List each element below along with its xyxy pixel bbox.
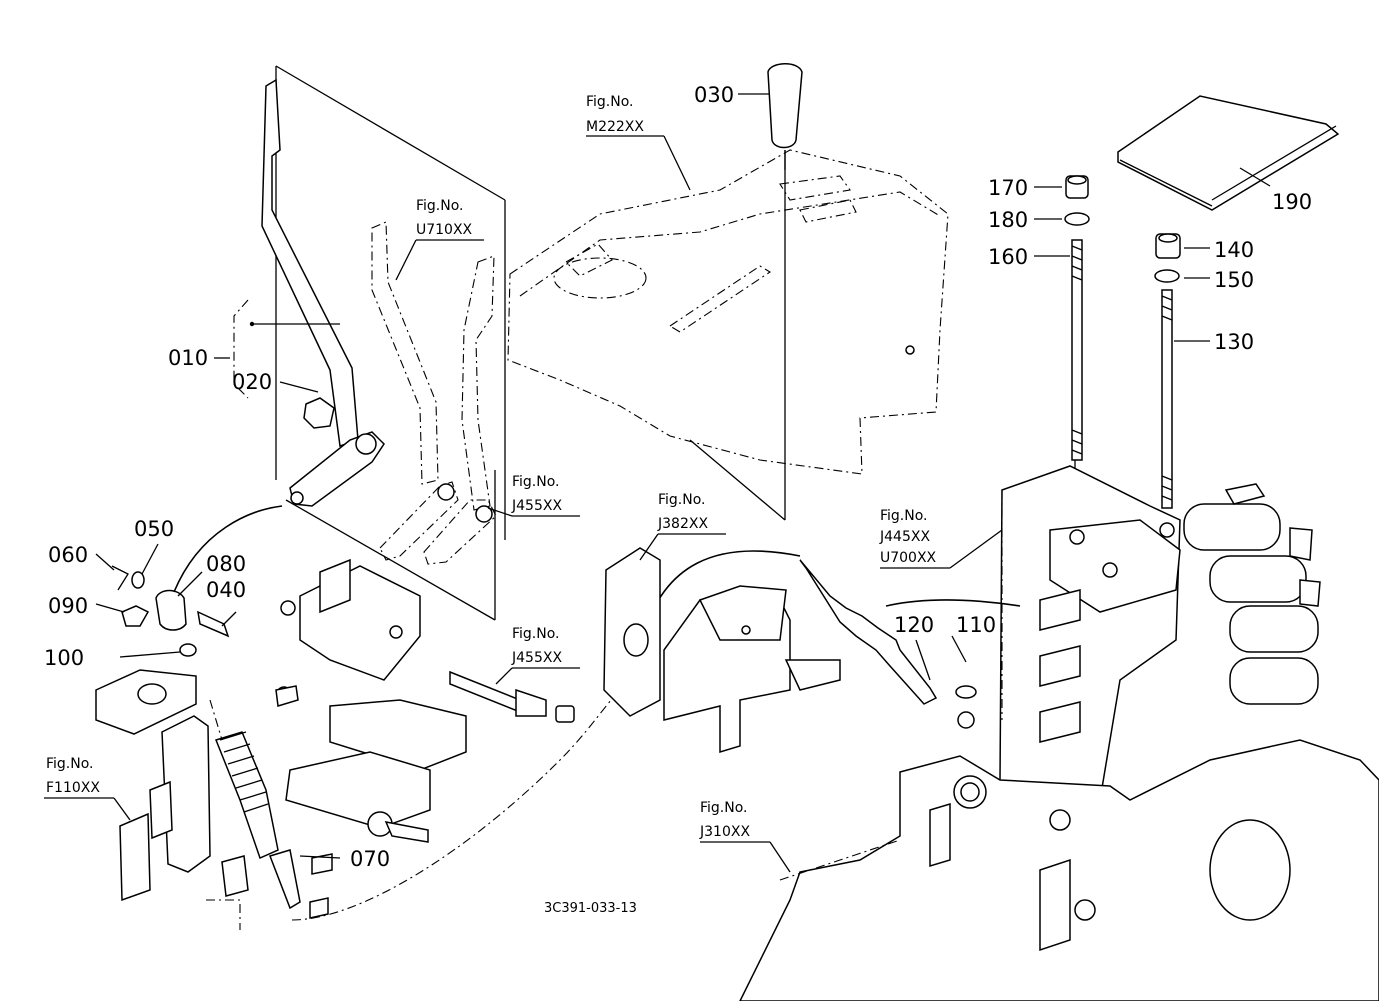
- group-bracket-010: [233, 299, 249, 399]
- frame-lines: [275, 65, 1076, 621]
- part-label-040[interactable]: 040: [206, 578, 246, 602]
- svg-text:U700XX: U700XX: [880, 550, 937, 566]
- part-label-140[interactable]: 140: [1214, 238, 1254, 262]
- shift-lever-j455: [423, 255, 497, 565]
- part-label-090[interactable]: 090: [48, 594, 88, 618]
- svg-text:Fig.No.: Fig.No.: [658, 492, 706, 508]
- shift-lever-main: [261, 78, 385, 507]
- svg-text:Fig.No.: Fig.No.: [46, 756, 94, 772]
- part-label-060[interactable]: 060: [48, 543, 88, 567]
- part-label-050[interactable]: 050: [134, 517, 174, 541]
- figure-references: Fig.No. M222XX Fig.No. U710XX Fig.No. J4…: [46, 94, 937, 840]
- floor-mat: [1117, 95, 1340, 211]
- shift-knob: [767, 63, 803, 170]
- shift-rod: [449, 670, 575, 723]
- diagram-code: 3C391-033-13: [544, 901, 637, 916]
- part-label-070[interactable]: 070: [350, 847, 390, 871]
- svg-text:F110XX: F110XX: [46, 780, 100, 796]
- shift-bracket-plate: [276, 558, 467, 843]
- fig-ref-m222[interactable]: Fig.No. M222XX: [586, 94, 644, 135]
- part-label-130[interactable]: 130: [1214, 330, 1254, 354]
- svg-text:M222XX: M222XX: [586, 119, 644, 135]
- stud-bolt-130: [1161, 289, 1173, 509]
- fig-ref-j445[interactable]: Fig.No. J445XX U700XX: [879, 508, 937, 566]
- leader-lines: [44, 93, 1271, 873]
- part-label-120[interactable]: 120: [894, 613, 934, 637]
- part-label-030[interactable]: 030: [694, 83, 734, 107]
- valve-solenoids: [1183, 483, 1321, 705]
- fig-ref-j455-bottom[interactable]: Fig.No. J455XX: [511, 626, 562, 666]
- svg-text:U710XX: U710XX: [416, 222, 473, 238]
- part-label-180[interactable]: 180: [988, 208, 1028, 232]
- svg-text:J382XX: J382XX: [657, 516, 708, 532]
- console-cover: [507, 149, 949, 475]
- svg-text:Fig.No.: Fig.No.: [512, 626, 560, 642]
- part-label-020[interactable]: 020: [232, 370, 272, 394]
- small-hardware: [111, 505, 283, 657]
- svg-text:J455XX: J455XX: [511, 498, 562, 514]
- part-label-080[interactable]: 080: [206, 552, 246, 576]
- fig-ref-u710[interactable]: Fig.No. U710XX: [416, 198, 473, 238]
- shift-cable-070: [209, 679, 637, 921]
- svg-text:Fig.No.: Fig.No.: [416, 198, 464, 214]
- svg-text:J445XX: J445XX: [879, 529, 930, 545]
- part-labels: 030 010 020 050 060 080 040 090 100 070 …: [44, 83, 1312, 871]
- nut-140: [1155, 233, 1181, 259]
- shift-lever-u710: [371, 221, 459, 561]
- svg-text:Fig.No.: Fig.No.: [512, 474, 560, 490]
- cable-bracket-j382: [603, 547, 841, 754]
- svg-text:Fig.No.: Fig.No.: [880, 508, 928, 524]
- part-label-170[interactable]: 170: [988, 176, 1028, 200]
- part-label-160[interactable]: 160: [988, 245, 1028, 269]
- part-label-150[interactable]: 150: [1214, 268, 1254, 292]
- misc-fasteners: [221, 685, 333, 919]
- part-label-010[interactable]: 010: [168, 346, 208, 370]
- washer-180: [1064, 212, 1090, 226]
- transmission-case: [739, 739, 1379, 1001]
- fig-ref-f110[interactable]: Fig.No. F110XX: [46, 756, 100, 796]
- part-label-190[interactable]: 190: [1272, 190, 1312, 214]
- fig-ref-j455-top[interactable]: Fig.No. J455XX: [511, 474, 562, 514]
- svg-text:J455XX: J455XX: [511, 650, 562, 666]
- bracket-f110: [95, 669, 241, 930]
- svg-text:J310XX: J310XX: [699, 824, 750, 840]
- part-label-100[interactable]: 100: [44, 646, 84, 670]
- part-label-110[interactable]: 110: [956, 613, 996, 637]
- svg-text:Fig.No.: Fig.No.: [586, 94, 634, 110]
- fig-ref-j310[interactable]: Fig.No. J310XX: [699, 800, 750, 840]
- svg-text:Fig.No.: Fig.No.: [700, 800, 748, 816]
- washer-150: [1154, 269, 1180, 283]
- nut-170: [1065, 175, 1089, 199]
- stud-bolt-160: [1071, 239, 1083, 461]
- fig-ref-j382[interactable]: Fig.No. J382XX: [657, 492, 708, 532]
- control-valve: [999, 465, 1321, 821]
